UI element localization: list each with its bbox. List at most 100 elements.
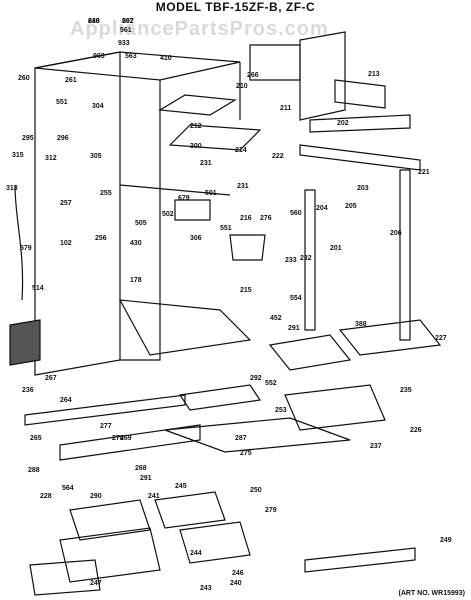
part-callout-246: 246 xyxy=(232,570,244,577)
part-callout-274: 274 xyxy=(112,435,124,442)
bin-215 xyxy=(229,234,266,261)
part-callout-249: 249 xyxy=(440,537,452,544)
part-callout-903: 903 xyxy=(93,53,105,60)
part-callout-241: 241 xyxy=(148,493,160,500)
part-callout-261: 261 xyxy=(65,77,77,84)
door-shelf-207 xyxy=(304,547,416,573)
part-callout-505: 505 xyxy=(135,220,147,227)
part-callout-501: 501 xyxy=(205,190,217,197)
part-callout-561: 561 xyxy=(120,27,132,34)
part-callout-933: 933 xyxy=(118,40,130,47)
part-callout-102: 102 xyxy=(60,240,72,247)
part-callout-250: 250 xyxy=(250,487,262,494)
part-callout-248: 248 xyxy=(88,18,100,25)
door-post-206 xyxy=(304,189,316,331)
front-rail-277 xyxy=(24,394,186,426)
part-callout-300: 300 xyxy=(190,143,202,150)
part-callout-257: 257 xyxy=(60,200,72,207)
drawer-250 xyxy=(154,491,226,529)
part-callout-277: 277 xyxy=(100,423,112,430)
part-callout-295: 295 xyxy=(22,135,34,142)
part-callout-256: 256 xyxy=(95,235,107,242)
part-callout-221: 221 xyxy=(418,169,430,176)
part-callout-213: 213 xyxy=(368,71,380,78)
part-callout-276: 276 xyxy=(260,215,272,222)
part-callout-214: 214 xyxy=(235,147,247,154)
part-callout-247: 247 xyxy=(90,580,102,587)
part-callout-410: 410 xyxy=(160,55,172,62)
part-callout-253: 253 xyxy=(275,407,287,414)
part-callout-178: 178 xyxy=(130,277,142,284)
cabinet-left-wall xyxy=(34,51,121,376)
freezer-rack xyxy=(168,124,262,151)
part-callout-291: 291 xyxy=(140,475,152,482)
part-callout-268: 268 xyxy=(135,465,147,472)
glass-shelf-228 xyxy=(164,417,351,453)
art-number: (ART NO. WR15993) xyxy=(398,590,465,597)
part-callout-315: 315 xyxy=(12,152,24,159)
part-callout-215: 215 xyxy=(240,287,252,294)
part-callout-267: 267 xyxy=(45,375,57,382)
part-callout-452: 452 xyxy=(270,315,282,322)
drawer-268 xyxy=(178,384,262,411)
part-callout-207: 207 xyxy=(122,18,134,25)
part-callout-430: 430 xyxy=(130,240,142,247)
part-callout-288: 288 xyxy=(28,467,40,474)
part-callout-312: 312 xyxy=(45,155,57,162)
part-callout-232: 232 xyxy=(300,255,312,262)
part-callout-563: 563 xyxy=(125,53,137,60)
part-callout-269: 269 xyxy=(120,435,132,442)
part-callout-227: 227 xyxy=(435,335,447,342)
part-callout-212: 212 xyxy=(190,123,202,130)
door-post-205 xyxy=(399,169,411,341)
part-callout-291: 291 xyxy=(288,325,300,332)
diagram-title: MODEL TBF-15ZF-B, ZF-C xyxy=(155,0,316,14)
door-bar-202 xyxy=(309,114,411,133)
part-callout-216: 216 xyxy=(240,215,252,222)
drawer-240 xyxy=(59,527,161,583)
part-callout-552: 552 xyxy=(265,380,277,387)
cabinet-front-edge xyxy=(120,80,161,361)
part-callout-233: 233 xyxy=(285,257,297,264)
part-callout-290: 290 xyxy=(90,493,102,500)
part-callout-244: 244 xyxy=(190,550,202,557)
cabinet-top xyxy=(34,51,241,81)
part-callout-265: 265 xyxy=(30,435,42,442)
part-callout-240: 240 xyxy=(230,580,242,587)
part-callout-554: 554 xyxy=(290,295,302,302)
part-callout-306: 306 xyxy=(190,235,202,242)
part-callout-551: 551 xyxy=(220,225,232,232)
part-callout-287: 287 xyxy=(235,435,247,442)
tube-313 xyxy=(14,184,24,301)
part-callout-292: 292 xyxy=(250,375,262,382)
part-callout-275: 275 xyxy=(240,450,252,457)
part-callout-235: 235 xyxy=(400,387,412,394)
part-callout-564: 564 xyxy=(62,485,74,492)
front-rail-279 xyxy=(59,424,201,461)
part-callout-630: 630 xyxy=(88,18,100,25)
part-callout-203: 203 xyxy=(357,185,369,192)
part-callout-579: 579 xyxy=(20,245,32,252)
drawer-243 xyxy=(179,521,251,564)
door-bar-203 xyxy=(299,144,421,171)
part-callout-560: 560 xyxy=(290,210,302,217)
door-liner-right xyxy=(299,31,346,121)
part-callout-255: 255 xyxy=(100,190,112,197)
part-callout-679: 679 xyxy=(178,195,190,202)
ice-tray xyxy=(334,79,386,109)
part-callout-226: 226 xyxy=(410,427,422,434)
part-callout-243: 243 xyxy=(200,585,212,592)
part-callout-205: 205 xyxy=(345,203,357,210)
part-callout-245: 245 xyxy=(175,483,187,490)
grille-258 xyxy=(29,559,101,596)
door-shelf-bin xyxy=(249,44,301,81)
part-callout-296: 296 xyxy=(57,135,69,142)
part-callout-313: 313 xyxy=(6,185,18,192)
insulation-pad xyxy=(9,319,41,366)
part-callout-236: 236 xyxy=(22,387,34,394)
part-callout-260: 260 xyxy=(18,75,30,82)
part-callout-231: 231 xyxy=(200,160,212,167)
part-callout-562: 562 xyxy=(122,18,134,25)
cabinet-divider xyxy=(119,184,231,196)
